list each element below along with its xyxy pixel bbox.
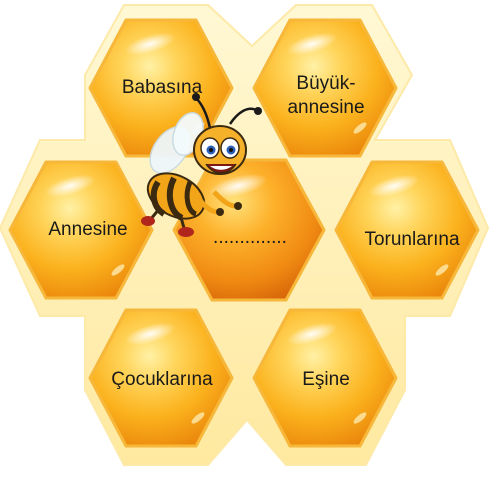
cell-label-buyukannesine: Büyük- annesine [287,72,364,120]
cell-label-buyukannesine-line2: annesine [287,96,364,120]
cell-label-torunlarina: Torunlarına [364,228,459,252]
cell-label-blank: .............. [213,226,287,250]
cell-label-babasina: Babasına [122,76,202,100]
cell-label-buyukannesine-line1: Büyük- [287,72,364,96]
cell-label-cocuklarina: Çocuklarına [111,368,212,392]
cell-label-esine: Eşine [302,368,350,392]
cell-label-annesine: Annesine [48,218,127,242]
